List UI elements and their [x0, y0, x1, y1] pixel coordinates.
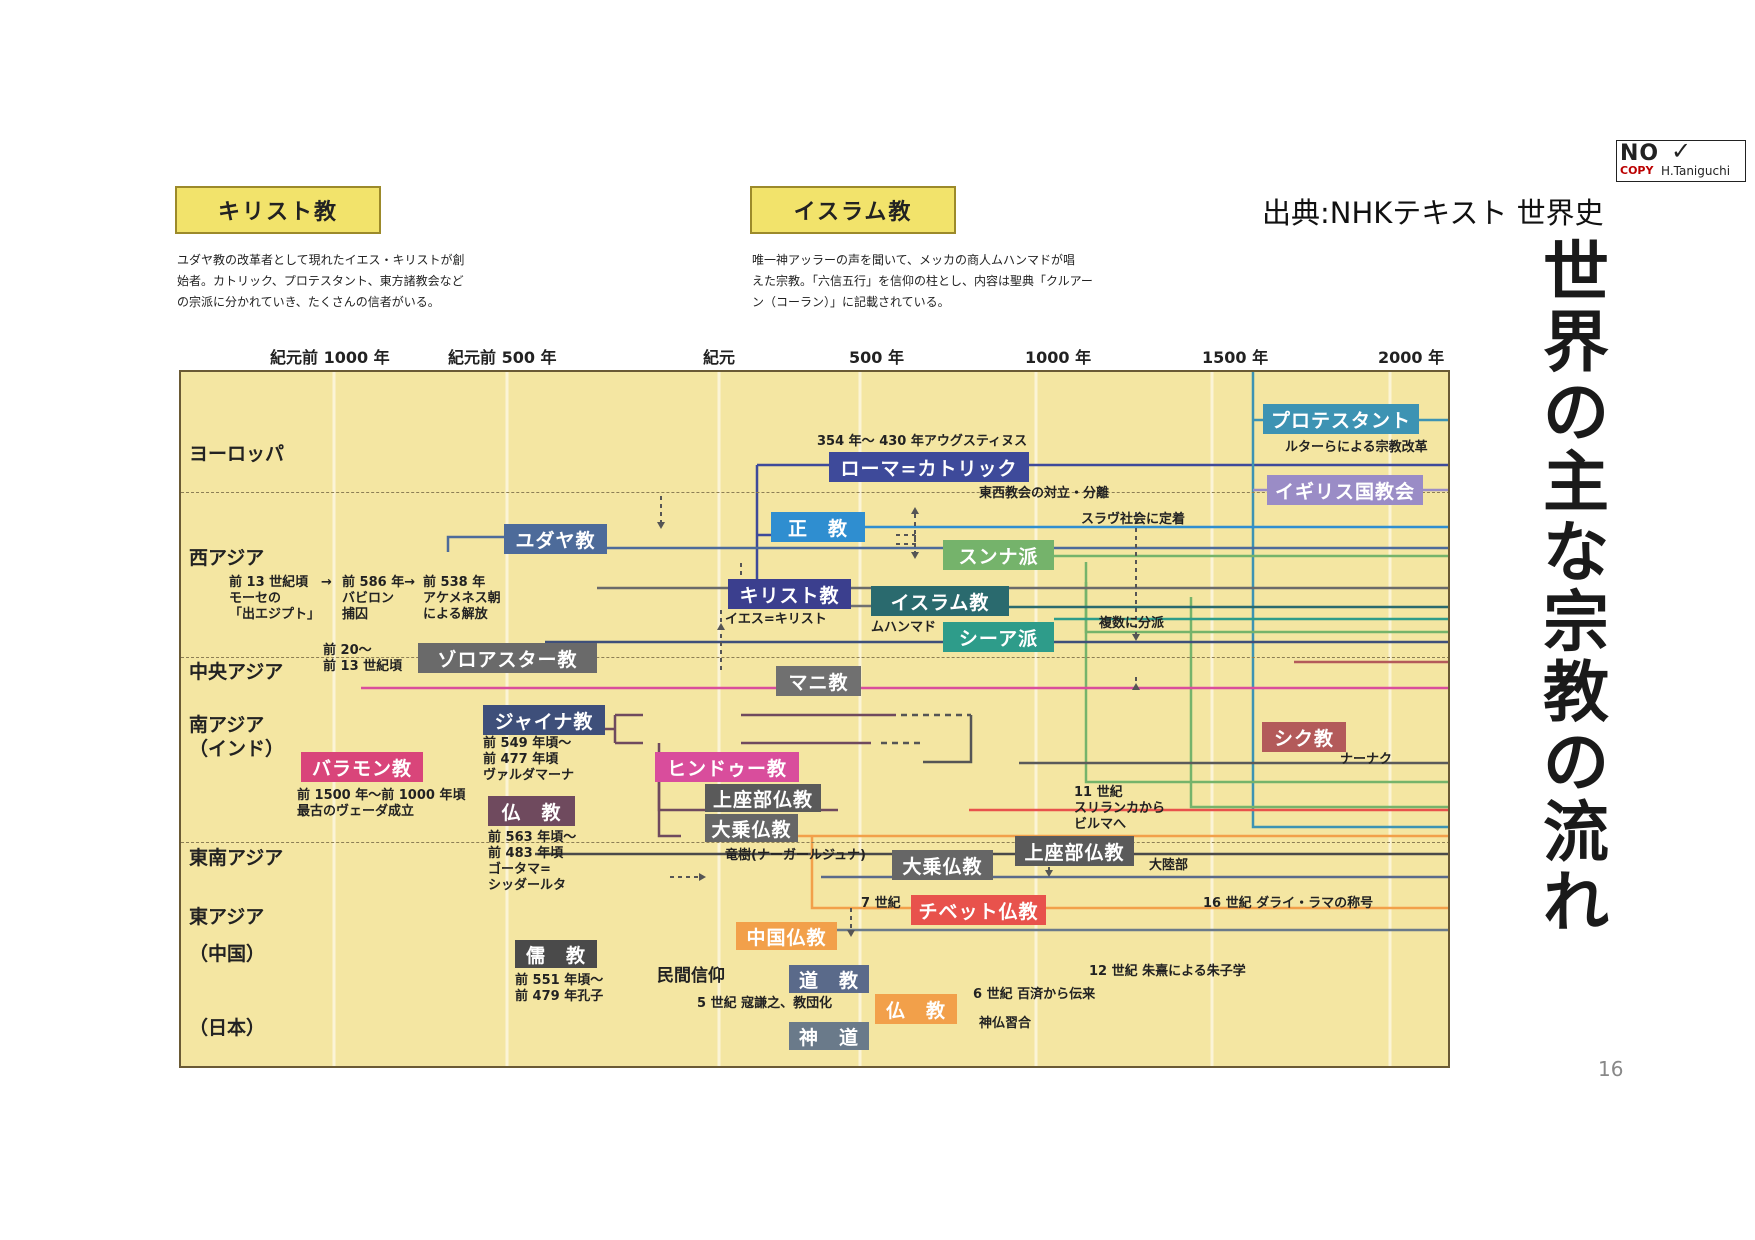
- node-shinto: 神 道: [789, 1022, 869, 1050]
- tick-label: 1500 年: [1202, 348, 1269, 367]
- title-char: の: [1543, 374, 1609, 451]
- note-seventh-century: 7 世紀: [861, 896, 901, 911]
- node-sunni: スンナ派: [943, 540, 1054, 570]
- node-brahmanism: バラモン教: [301, 752, 423, 782]
- note-srilanka: 11 世紀 スリランカから ビルマへ: [1074, 785, 1166, 832]
- note-kou-qianzhi: 5 世紀 寇謙之、教団化: [697, 996, 833, 1011]
- note-gautama: 前 563 年頃～ 前 483 年頃 ゴータマ= シッダールタ: [488, 830, 577, 893]
- tick-label: 2000 年: [1378, 348, 1445, 367]
- title-char: の: [1543, 724, 1609, 801]
- node-japanese-buddhism: 仏 教: [875, 994, 957, 1024]
- tick-label: 紀元: [703, 348, 736, 367]
- tick-label: 500 年: [849, 348, 904, 367]
- note-baekje: 6 世紀 百済から伝来: [973, 987, 1096, 1002]
- region-japan: （日本）: [189, 1017, 266, 1039]
- node-sikhism: シク教: [1262, 722, 1346, 752]
- page-number: 16: [1598, 1057, 1624, 1081]
- node-mahayana: 大乗仏教: [705, 814, 798, 842]
- vertical-title: 世 界 の 主 な 宗 教 の 流 れ: [1540, 238, 1612, 938]
- node-anglican: イギリス国教会: [1267, 475, 1423, 505]
- check-icon: ✓: [1671, 137, 1692, 165]
- christianity-header-box: キリスト教: [175, 186, 381, 234]
- node-buddhism: 仏 教: [488, 796, 575, 826]
- node-zoroastrianism: ゾロアスター教: [418, 643, 597, 673]
- note-muhammad: ムハンマド: [871, 620, 937, 635]
- note-zhuxi: 12 世紀 朱熹による朱子学: [1089, 964, 1246, 979]
- node-theravada: 上座部仏教: [705, 784, 821, 812]
- note-augustine: 354 年～ 430 年アウグスティヌス: [817, 434, 1028, 449]
- node-mahayana-southeast-asia: 大乗仏教: [892, 850, 993, 880]
- node-christianity: キリスト教: [728, 579, 851, 609]
- note-babylon: 前 586 年→ バビロン 捕囚: [342, 575, 416, 622]
- title-char: 宗: [1543, 584, 1609, 661]
- node-jainism: ジャイナ教: [483, 705, 605, 735]
- title-char: 教: [1543, 654, 1609, 731]
- title-char: 流: [1543, 794, 1609, 871]
- note-schism: 東西教会の対立・分離: [979, 486, 1110, 501]
- region-separator: [181, 842, 1448, 843]
- node-islam: イスラム教: [871, 586, 1009, 616]
- node-confucianism: 儒 教: [515, 940, 597, 968]
- stamp-name: H.Taniguchi: [1661, 164, 1731, 178]
- node-theravada-southeast-asia: 上座部仏教: [1015, 836, 1134, 866]
- node-roman-catholic: ローマ=カトリック: [829, 452, 1029, 482]
- islam-description: 唯一神アッラーの声を聞いて、メッカの商人ムハンマドが唱 えた宗教。「六信五行」を…: [752, 253, 1093, 309]
- religion-timeline-chart: ヨーロッパ 西アジア 中央アジア 南アジア （インド） 東南アジア 東アジア （…: [179, 370, 1450, 1068]
- note-slavic: スラヴ社会に定着: [1081, 512, 1186, 527]
- node-taoism: 道 教: [789, 965, 869, 993]
- note-confucius: 前 551 年頃～ 前 479 年孔子: [515, 973, 604, 1004]
- islam-header-box: イスラム教: [750, 186, 956, 234]
- note-split: 複数に分派: [1099, 616, 1165, 631]
- note-zoroaster-date: 前 20～ 前 13 世紀頃: [323, 643, 403, 674]
- region-south-asia: 南アジア （インド）: [189, 714, 285, 760]
- region-central-asia: 中央アジア: [189, 661, 284, 683]
- node-hinduism: ヒンドゥー教: [655, 752, 799, 782]
- stamp-no: NO: [1620, 141, 1660, 166]
- source-credit: 出典:NHKテキスト 世界史: [1262, 196, 1604, 230]
- note-veda: 前 1500 年～前 1000 年頃 最古のヴェーダ成立: [297, 788, 466, 819]
- stamp-copy: COPY: [1620, 164, 1654, 177]
- note-nanak: ナーナク: [1340, 752, 1393, 767]
- note-nagarjuna: 竜樹(ナーガールジュナ): [725, 848, 866, 863]
- region-separator: [181, 657, 1448, 658]
- region-southeast-asia: 東南アジア: [189, 847, 284, 869]
- title-char: な: [1543, 514, 1609, 591]
- title-char: 界: [1543, 304, 1609, 381]
- title-char: 世: [1543, 234, 1609, 311]
- tick-label: 紀元前 500 年: [448, 348, 557, 367]
- title-char: れ: [1543, 864, 1609, 941]
- region-china: （中国）: [189, 943, 266, 965]
- node-orthodox: 正 教: [771, 512, 865, 542]
- note-mainland: 大陸部: [1149, 858, 1189, 873]
- tick-label: 1000 年: [1025, 348, 1092, 367]
- node-tibetan-buddhism: チベット仏教: [911, 895, 1046, 925]
- region-separator: [181, 492, 1448, 493]
- note-achaemenid: 前 538 年 アケメネス朝 による解放: [423, 575, 501, 622]
- tick-label: 紀元前 1000 年: [270, 348, 390, 367]
- note-jesus: イエス=キリスト: [725, 612, 827, 627]
- region-west-asia: 西アジア: [189, 547, 265, 569]
- node-protestant: プロテスタント: [1263, 404, 1419, 434]
- region-europe: ヨーロッパ: [189, 443, 285, 465]
- note-syncretism: 神仏習合: [979, 1016, 1032, 1031]
- christianity-description: ユダヤ教の改革者として現れたイエス・キリストが創 始者。カトリック、プロテスタン…: [177, 253, 465, 309]
- title-char: 主: [1543, 444, 1609, 521]
- note-moses: 前 13 世紀頃 モーセの 「出エジプト」: [229, 575, 321, 622]
- note-luther: ルターらによる宗教改革: [1285, 440, 1428, 455]
- note-folk-religion: 民間信仰: [657, 966, 725, 986]
- note-arrow: →: [321, 575, 332, 590]
- node-judaism: ユダヤ教: [504, 524, 607, 554]
- node-shia: シーア派: [943, 622, 1054, 652]
- region-east-asia: 東アジア: [189, 906, 265, 928]
- note-dalai-lama: 16 世紀 ダライ・ラマの称号: [1203, 896, 1374, 911]
- node-chinese-buddhism: 中国仏教: [736, 922, 837, 950]
- no-copy-stamp: NO ✓ COPY H.Taniguchi: [1616, 137, 1746, 182]
- node-manichaeism: マニ教: [776, 666, 861, 696]
- timeline-links: [332, 372, 1448, 1066]
- note-vardhamana: 前 549 年頃～ 前 477 年頃 ヴァルダマーナ: [483, 736, 575, 783]
